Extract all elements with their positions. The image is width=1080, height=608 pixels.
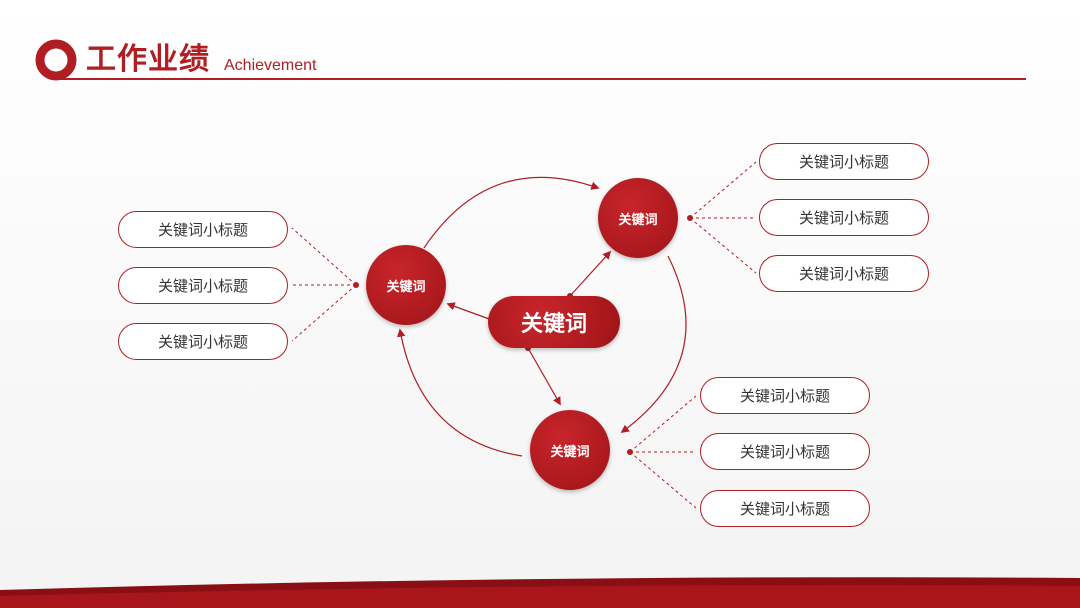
page-title: 工作业绩 [86,42,210,77]
topright-item-3: 关键词小标题 [759,255,929,292]
left-item-2: 关键词小标题 [118,267,288,304]
bottom-item-2: 关键词小标题 [700,433,870,470]
bottom-item-1: 关键词小标题 [700,377,870,414]
header-divider [56,78,1026,80]
node-bottom: 关键词 [530,410,610,490]
cycle-arrow-left-to-topright [423,176,600,249]
node-left: 关键词 [366,245,446,325]
left-fan-lines [291,227,357,342]
topright-item-2: 关键词小标题 [759,199,929,236]
topright-item-1: 关键词小标题 [759,143,929,180]
ring-logo-icon [35,39,77,81]
bottom-item-3: 关键词小标题 [700,490,870,527]
cycle-arrow-topright-to-bottom [620,255,687,433]
left-item-1: 关键词小标题 [118,211,288,248]
node-top-right: 关键词 [598,178,678,258]
left-item-3: 关键词小标题 [118,323,288,360]
center-to-left-arrow [446,302,493,321]
center-to-topright-arrow [569,250,612,297]
center-to-bottom-arrow [527,347,561,406]
center-node: 关键词 [488,296,620,348]
topright-fan-lines [689,161,757,274]
bottom-fan-lines [629,395,697,509]
bottom-decor-band [0,577,1080,608]
cycle-arrow-bottom-to-left [397,328,523,457]
page-subtitle: Achievement [224,57,317,74]
